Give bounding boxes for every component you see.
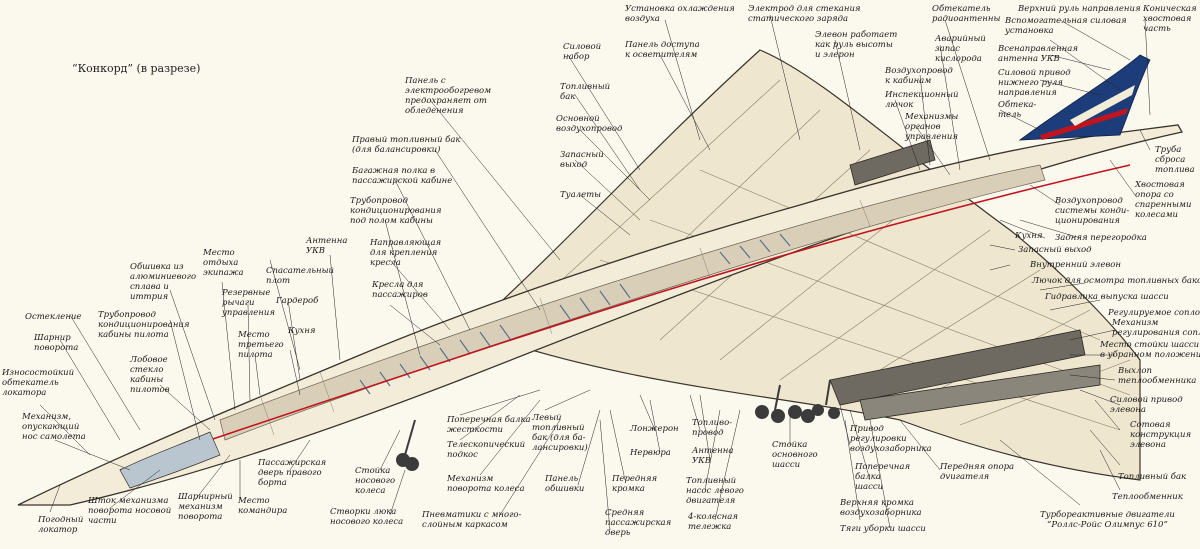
label-avariyny-zapas: Аварийный запас кислорода	[935, 34, 986, 64]
label-mesto-otdykha: Место отдыха экипажа	[203, 248, 244, 278]
label-zapasny-vykhod-right: Запасный выход	[1018, 245, 1092, 255]
label-mesto-stoyki: Место стойки шасси в убранном положении	[1100, 340, 1200, 360]
label-osnovnoy-vozdukhoprovod: Основной воздухопровод	[556, 114, 623, 134]
label-mesto-tretiego: Место третьего пилота	[238, 330, 284, 360]
label-pogodny-lokator: Погодный локатор	[38, 515, 84, 535]
label-verkhnyaya-kromka: Верхняя кромка воздухозаборника	[840, 498, 922, 518]
fuselage	[17, 124, 1184, 506]
label-panel-obshivki: Панель обшивки	[545, 474, 585, 494]
label-vozdukhoprovod-sistemy: Воздухопровод системы конди- ционировани…	[1055, 196, 1130, 226]
label-truba-sbrosa: Труба сброса топлива	[1155, 145, 1195, 175]
label-konicheskaya: Коническая хвостовая часть	[1143, 4, 1197, 34]
label-toplivny-bak-right: Топливный бак	[1118, 472, 1187, 482]
label-obtekatel-lokatora: Износостойкий обтекатель локатора	[2, 368, 75, 398]
label-srednyaya-dver: Средняя пассажирская дверь	[605, 508, 672, 538]
label-gidravlika: Гидравлика выпуска шасси	[1045, 292, 1169, 302]
label-vsenapravlennaya: Всенаправленная антенна УКВ	[998, 44, 1078, 64]
label-sharnir-povorota: Шарнир поворота	[34, 333, 79, 353]
label-shtok: Шток механизма поворота носовой части	[88, 496, 172, 526]
label-bagazhnaya-polka: Багажная полка в пассажирской кабине	[352, 166, 453, 186]
label-lobovoe: Лобовое стекло кабины пилотов	[130, 355, 170, 395]
label-ustanovka-okhlazhdeniya: Установка охлаждения воздуха	[625, 4, 735, 24]
label-sharnirny-mekhanizm: Шарнирный механизм поворота	[178, 492, 233, 522]
label-trubo-kabiny: Трубопровод кондиционирования кабины пил…	[98, 310, 190, 340]
fin-stripe	[1040, 108, 1128, 140]
label-poperechnaya-balka: Поперечная балка жесткости	[447, 415, 531, 435]
label-nervyura: Нервюра	[630, 448, 671, 458]
engine-nacelles	[829, 139, 1101, 421]
label-mekhanizm-povorota-kolesa: Механизм поворота колеса	[447, 474, 525, 494]
label-privod-regulirovki: Привод регулировки воздухозаборника	[850, 424, 932, 454]
label-vspomogatelnaya: Вспомогательная силовая установка	[1005, 16, 1127, 36]
label-mesto-komandira: Место командира	[238, 496, 288, 516]
label-mekhanizmy-organov: Механизмы органов управления	[905, 112, 959, 142]
diagram-title: “Конкорд” (в разрезе)	[72, 62, 201, 75]
label-turboreaktivnye: Турбореактивные двигатели “Роллс-Ройс Ол…	[1040, 510, 1175, 530]
label-khvostovaya-opora: Хвостовая опора со спаренными колесами	[1135, 180, 1192, 220]
label-trubo-pola: Трубопровод кондиционирования под полом …	[350, 196, 442, 226]
label-levy-bak: Левый топливный бак (для ба- лансировки)	[532, 413, 588, 453]
label-inspektsionny: Инспекционный лючок	[885, 90, 959, 110]
label-lyuchok: Лючок для осмотра топливных баков	[1032, 276, 1200, 286]
label-tyagi-uborki: Тяги уборки шасси	[840, 524, 926, 534]
label-silovoy-privod-rulya: Силовой привод нижнего руля направления	[998, 68, 1071, 98]
label-antenna-ukv-top: Антенна УКВ	[306, 236, 348, 256]
label-rezervnye-rychagi: Резервные рычаги управления	[222, 288, 276, 318]
label-silovoy-nabor: Силовой набор	[563, 42, 602, 62]
leader-lines	[39, 14, 1151, 531]
label-reguliruemoe-soplo: Регулируемое сопло	[1108, 308, 1200, 318]
label-tualety: Туалеты	[560, 190, 602, 200]
label-vozdukhoprovod-k-kabinam: Воздухопровод к кабинам	[885, 66, 953, 86]
label-poperechnaya-balka-shassi: Поперечная балка шасси	[855, 462, 911, 492]
label-antenna-ukv-bottom: Антенна УКВ	[692, 446, 734, 466]
cockpit	[119, 431, 221, 489]
label-garderob: Гардероб	[276, 296, 319, 306]
label-toplivny-bak: Топливный бак	[560, 82, 611, 102]
label-kresla: Кресла для пассажиров	[372, 280, 428, 300]
label-stvorki-nosovogo: Створки люка носового колеса	[330, 507, 404, 527]
label-napravlyayushchaya: Направляющая для крепления кресла	[370, 238, 442, 268]
label-elevon-rabotaet: Элевон работает как руль высоты и элерон	[815, 30, 898, 60]
label-passazhirskaya-dver: Пассажирская дверь правого борта	[258, 458, 327, 488]
label-obtekatel-radio: Обтекатель радиоантенны	[932, 4, 1001, 24]
label-panel-dostupa: Панель доступа к осветителям	[625, 40, 700, 60]
label-obtekatel-small: Обтека- тель	[998, 100, 1037, 120]
label-zadnyaya-peregorodka: Задняя перегородка	[1055, 233, 1147, 243]
label-lonzheron: Лонжерон	[630, 424, 679, 434]
label-obshivka: Обшивка из алюминиевого сплава и иттрия	[130, 262, 197, 302]
label-teploobmennik: Теплообменник	[1112, 492, 1183, 502]
label-toplivny-nasos: Топливный насос левого двигателя	[686, 476, 744, 506]
label-elektrod: Электрод для стекания статического заряд…	[748, 4, 861, 24]
label-verkhny-rul: Верхний руль направления	[1018, 4, 1141, 14]
label-mekhanizm-nosa: Механизм, опускающий нос самолета	[22, 412, 86, 442]
label-zapasny-vykhod-left: Запасный выход	[560, 150, 604, 170]
label-teleskopichesky: Телескопический подкос	[447, 440, 526, 460]
label-vnutrenny-elevon: Внутренний элевон	[1030, 260, 1122, 270]
vertical-fin	[1018, 54, 1151, 141]
fin-white	[1070, 85, 1135, 126]
label-mekhanizm-soplo: Механизм регулирования сопла	[1112, 318, 1200, 338]
label-stoyka-nosovogo: Стойка носового колеса	[355, 466, 396, 496]
label-panel-elektro: Панель с электрообогревом предохраняет о…	[405, 76, 492, 116]
label-telezhka: 4-колесная тележка	[688, 512, 738, 532]
label-silovoy-privod-elevona: Силовой привод элевона	[1110, 395, 1183, 415]
label-perednyaya-kromka: Передняя кромка	[612, 474, 658, 494]
label-pnevmatiki: Пневматики с много- слойным каркасом	[422, 510, 522, 530]
label-pravy-toplivny: Правый топливный бак (для балансировки)	[352, 135, 461, 155]
label-sotovaya: Сотовая конструкция элевона	[1130, 420, 1192, 450]
label-osteklenie: Остекление	[25, 312, 82, 322]
fuselage-stripe	[119, 164, 1131, 471]
label-spasatelny-plot: Спасательный плот	[266, 266, 334, 286]
label-kukhnya-rear: Кухня	[1015, 231, 1043, 241]
label-vykhlop: Выхлоп теплообменника	[1118, 366, 1197, 386]
label-perednyaya-opora: Передняя опора дvигателя	[940, 462, 1015, 482]
label-stoyka-osnovnogo: Стойка основного шасси	[772, 440, 818, 470]
label-kukhnya-front: Кухня	[288, 326, 316, 336]
seat-rows	[359, 233, 791, 395]
landing-gear	[396, 379, 840, 471]
label-toplivoprovod: Топливо- провод	[692, 418, 733, 438]
